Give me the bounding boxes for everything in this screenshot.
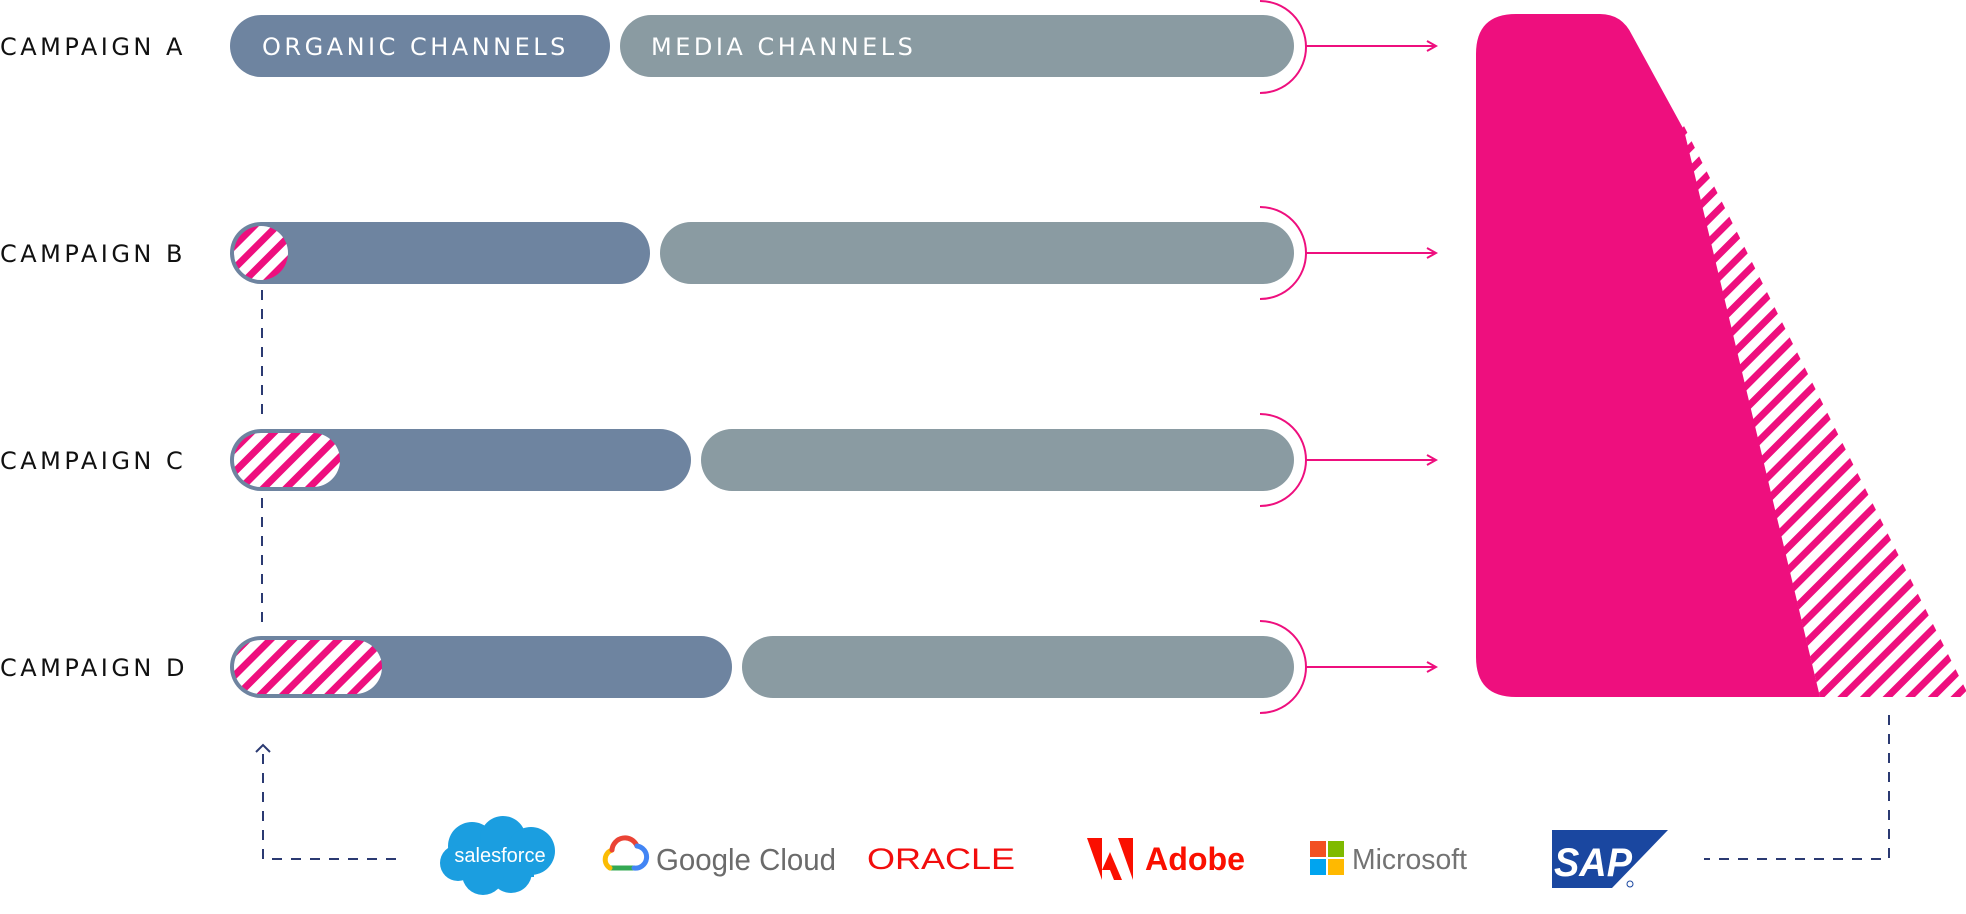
- campaign-row-d: CAMPAIGN D: [0, 620, 1436, 714]
- media-channels-bar-a: [620, 15, 1294, 77]
- campaign-row-b: CAMPAIGN B: [0, 206, 1436, 300]
- campaign-row-a: CAMPAIGN A ORGANIC CHANNELS MEDIA CHANNE…: [0, 0, 1436, 94]
- organic-channels-bar-c: [230, 429, 691, 491]
- dashed-connector-right: [1704, 715, 1890, 860]
- salesforce-logo: salesforce: [440, 816, 555, 895]
- salesforce-cloud-icon: [440, 816, 555, 895]
- google-cloud-logo: Google Cloud: [602, 835, 836, 877]
- sap-wordmark: SAP: [1554, 841, 1632, 885]
- organic-channels-bar-a: [230, 15, 610, 77]
- sap-logo: SAP: [1552, 830, 1668, 888]
- campaign-label-a: CAMPAIGN A: [0, 33, 186, 61]
- campaign-row-c: CAMPAIGN C: [0, 413, 1436, 507]
- funnel-hatched-area: [1680, 118, 1966, 697]
- campaign-label-d: CAMPAIGN D: [0, 654, 188, 682]
- sap-badge-shape: [1552, 830, 1668, 888]
- oracle-wordmark: ORACLE: [867, 843, 1015, 876]
- dashed-up-arrow-icon: [255, 743, 271, 753]
- adobe-logo: Adobe: [1087, 838, 1245, 880]
- campaign-label-b: CAMPAIGN B: [0, 240, 186, 268]
- funnel-graphic: [1476, 14, 1966, 697]
- media-channels-bar-b: [660, 222, 1294, 284]
- google-cloud-icon: [602, 835, 650, 871]
- adobe-wordmark: Adobe: [1145, 841, 1245, 877]
- microsoft-windows-icon: [1310, 841, 1344, 875]
- hatch-pill-c: [234, 433, 340, 487]
- hatch-pill-d: [234, 640, 382, 694]
- microsoft-wordmark: Microsoft: [1352, 844, 1467, 876]
- sap-registered-mark: [1626, 880, 1634, 888]
- google-cloud-wordmark: Google Cloud: [656, 842, 836, 877]
- media-channels-bar-c: [701, 429, 1294, 491]
- oracle-logo: ORACLE: [867, 843, 1015, 876]
- media-channels-label: MEDIA CHANNELS: [651, 33, 916, 61]
- hatch-pill-b: [234, 226, 288, 280]
- media-channels-bar-d: [742, 636, 1294, 698]
- dashed-return-path: [262, 752, 396, 860]
- campaign-label-c: CAMPAIGN C: [0, 447, 186, 475]
- salesforce-wordmark: salesforce: [454, 845, 545, 867]
- dashed-connector-left: [261, 290, 396, 860]
- organic-channels-label: ORGANIC CHANNELS: [262, 33, 569, 61]
- adobe-a-icon: [1087, 838, 1133, 880]
- organic-channels-bar-b: [230, 222, 650, 284]
- funnel-solid-area: [1476, 14, 1820, 697]
- microsoft-logo: Microsoft: [1310, 841, 1467, 876]
